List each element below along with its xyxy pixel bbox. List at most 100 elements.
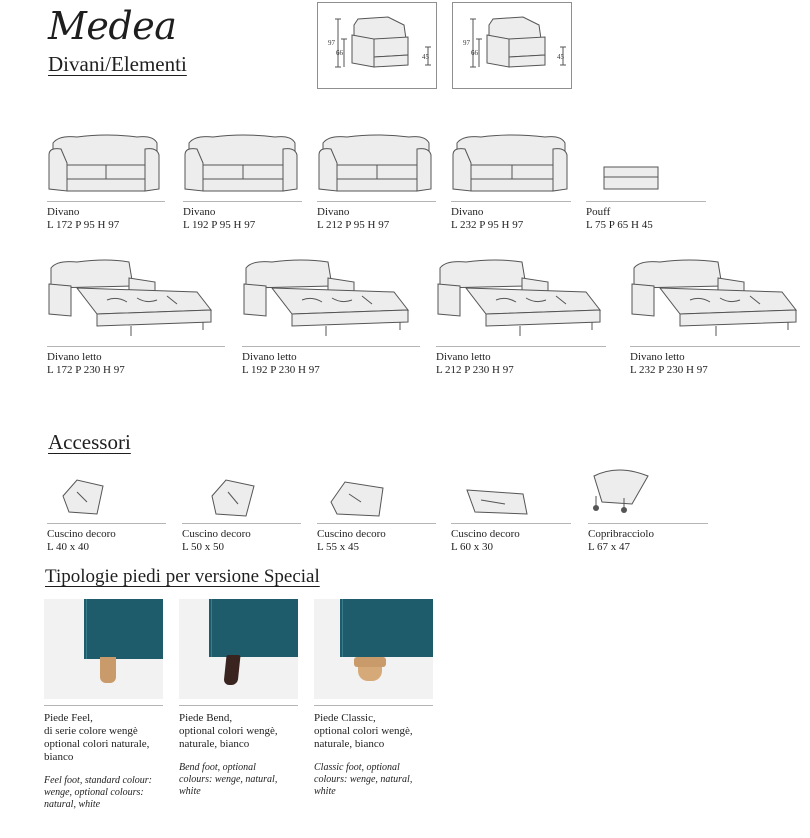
pouff-drawing (603, 166, 659, 190)
accessory-dims: L 55 x 45 (317, 541, 360, 553)
foot-english-line: white (179, 786, 201, 797)
cushion-drawing (330, 481, 384, 517)
foot-option-classic: Piede Classic, optional colori wengè, na… (314, 599, 433, 798)
accessory-armrest-cover: Copribracciolo L 67 x 47 (588, 468, 708, 554)
sofa-drawing (318, 134, 432, 192)
foot-line: optional colori wengè, (179, 725, 278, 737)
foot-option-bend: Piede Bend, optional colori wengè, natur… (179, 599, 298, 798)
sofa-bed-drawing (48, 259, 212, 336)
product-sofa-bed-192: Divano letto L 192 P 230 H 97 (242, 258, 420, 377)
foot-line: Piede Bend, (179, 712, 233, 724)
accessory-name: Cuscino decoro (182, 528, 251, 540)
foot-english-line: colours: wenge, natural, (179, 774, 278, 785)
sofa-bed-dims: L 232 P 230 H 97 (630, 364, 708, 376)
foot-english: Bend foot, optional colours: wenge, natu… (179, 762, 298, 798)
foot-line: di serie colore wengè (44, 725, 138, 737)
foot-option-feel: Piede Feel, di serie colore wengè option… (44, 599, 163, 811)
dim-height-seat: 66 (336, 49, 344, 57)
product-sofa-bed-232: Divano letto L 232 P 230 H 97 (630, 258, 800, 377)
cushion-drawing (466, 489, 528, 515)
sofa-bed-drawing (437, 259, 601, 336)
foot-english: Feel foot, standard colour: wenge, optio… (44, 775, 163, 811)
foot-english-line: colours: wenge, natural, (314, 774, 413, 785)
armrest-cover-drawing (593, 469, 649, 513)
dim-depth: 45 (557, 53, 565, 61)
sofa-bed-dims: L 192 P 230 H 97 (242, 364, 320, 376)
sofa-name: Divano (451, 206, 484, 218)
sofa-dims: L 212 P 95 H 97 (317, 219, 390, 231)
product-pouff: Pouff L 75 P 65 H 45 (586, 133, 706, 232)
accessory-cushion-40: Cuscino decoro L 40 x 40 (47, 468, 166, 554)
accessory-cushion-55: Cuscino decoro L 55 x 45 (317, 468, 436, 554)
accessory-name: Cuscino decoro (317, 528, 386, 540)
sofa-dims: L 192 P 95 H 97 (183, 219, 256, 231)
accessory-dims: L 60 x 30 (451, 541, 494, 553)
sofa-dims: L 172 P 95 H 97 (47, 219, 120, 231)
brand-title: Medea (48, 4, 177, 48)
foot-line: naturale, bianco (314, 738, 385, 750)
dim-height-total: 97 (463, 39, 471, 47)
foot-line: Piede Classic, (314, 712, 376, 724)
foot-line: naturale, bianco (179, 738, 250, 750)
accessory-cushion-50: Cuscino decoro L 50 x 50 (182, 468, 301, 554)
accessory-dims: L 50 x 50 (182, 541, 225, 553)
sofa-dims: L 232 P 95 H 97 (451, 219, 524, 231)
product-sofa-bed-212: Divano letto L 212 P 230 H 97 (436, 258, 606, 377)
foot-line: Piede Feel, (44, 712, 93, 724)
sofa-name: Divano (317, 206, 350, 218)
section-title-feet: Tipologie piedi per versione Special (45, 566, 320, 587)
sofa-bed-drawing (631, 259, 797, 336)
foot-english-line: Bend foot, optional (179, 762, 256, 773)
sofa-drawing (452, 134, 568, 192)
sofa-bed-dims: L 172 P 230 H 97 (47, 364, 125, 376)
product-sofa-192: Divano L 192 P 95 H 97 (183, 133, 302, 232)
product-sofa-212: Divano L 212 P 95 H 97 (317, 133, 436, 232)
element-drawing-left: 97 66 45 (328, 16, 431, 68)
sofa-name: Pouff (586, 206, 611, 218)
sofa-name: Divano (183, 206, 216, 218)
sofa-drawing (184, 134, 298, 192)
cushion-drawing (211, 479, 255, 517)
sofa-bed-name: Divano letto (242, 351, 297, 363)
section-title-divani: Divani/Elementi (48, 52, 187, 76)
foot-english-line: white (314, 786, 336, 797)
product-sofa-232: Divano L 232 P 95 H 97 (451, 133, 571, 232)
sofa-bed-name: Divano letto (47, 351, 102, 363)
foot-line: bianco (44, 751, 74, 763)
sofa-bed-dims: L 212 P 230 H 97 (436, 364, 514, 376)
cushion-drawing (62, 479, 104, 515)
product-sofa-172: Divano L 172 P 95 H 97 (47, 133, 165, 232)
element-diagram-2: 97 66 45 (452, 2, 572, 89)
sofa-bed-name: Divano letto (436, 351, 491, 363)
accessory-name: Cuscino decoro (47, 528, 116, 540)
foot-photo (314, 599, 433, 699)
foot-english-line: wenge, optional colours: (44, 787, 144, 798)
foot-english-line: Classic foot, optional (314, 762, 400, 773)
element-drawing-right: 97 66 45 (463, 16, 566, 68)
foot-description: Piede Classic, optional colori wengè, na… (314, 712, 433, 798)
foot-line: optional colori naturale, (44, 738, 150, 750)
foot-photo (179, 599, 298, 699)
accessory-dims: L 40 x 40 (47, 541, 90, 553)
foot-line: optional colori wengè, (314, 725, 413, 737)
accessory-name: Copribracciolo (588, 528, 654, 540)
sofa-bed-name: Divano letto (630, 351, 685, 363)
accessory-cushion-60: Cuscino decoro L 60 x 30 (451, 468, 571, 554)
dim-height-total: 97 (328, 39, 336, 47)
foot-english-line: Feel foot, standard colour: (44, 775, 152, 786)
dim-depth: 45 (422, 53, 430, 61)
element-diagram-1: 97 66 45 (317, 2, 437, 89)
foot-english-line: natural, white (44, 799, 101, 810)
sofa-drawing (48, 134, 160, 192)
accessory-name: Cuscino decoro (451, 528, 520, 540)
foot-photo (44, 599, 163, 699)
sofa-bed-drawing (243, 259, 409, 336)
section-title-accessori: Accessori (48, 430, 131, 454)
sofa-name: Divano (47, 206, 80, 218)
product-sofa-bed-172: Divano letto L 172 P 230 H 97 (47, 258, 225, 377)
foot-description: Piede Bend, optional colori wengè, natur… (179, 712, 298, 798)
accessory-dims: L 67 x 47 (588, 541, 631, 553)
foot-description: Piede Feel, di serie colore wengè option… (44, 712, 163, 811)
dim-height-seat: 66 (471, 49, 479, 57)
foot-english: Classic foot, optional colours: wenge, n… (314, 762, 433, 798)
